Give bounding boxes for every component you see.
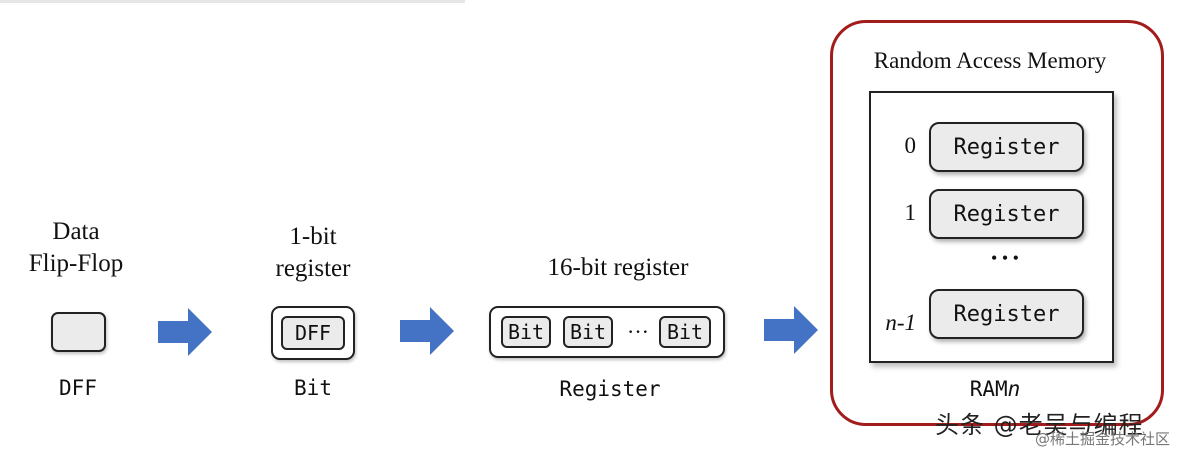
- arrow-right-icon: [400, 307, 454, 355]
- ram-ellipsis: • • •: [991, 248, 1019, 268]
- bit-caption: Bit: [294, 376, 332, 400]
- dff-caption: DFF: [59, 376, 97, 400]
- bit-title: 1-bit register: [253, 221, 373, 285]
- ram-row-index: n-1: [885, 310, 916, 335]
- ram-caption-prefix: RAM: [969, 377, 1008, 401]
- ram-register: Register: [929, 189, 1084, 239]
- arrow-right-icon: [764, 306, 818, 354]
- arrow-right-icon: [158, 308, 212, 356]
- ram-row-index: 1: [904, 200, 917, 225]
- dff-title: Data Flip-Flop: [10, 216, 142, 280]
- dff-title-line1: Data: [52, 218, 100, 245]
- ram-frame: [830, 20, 1164, 426]
- ram-title: Random Access Memory: [873, 48, 1107, 73]
- bit-dff-chip: DFF: [281, 316, 345, 350]
- ram-row-index: 0: [904, 133, 917, 158]
- bit-block: DFF: [271, 306, 355, 360]
- ram-register: Register: [929, 122, 1084, 172]
- ram-caption: RAMn: [940, 377, 1050, 401]
- register-bit-chip: Bit: [659, 316, 711, 348]
- watermark-subtext: @稀土掘金技术社区: [1035, 430, 1171, 448]
- bit-title-line2: register: [275, 255, 351, 282]
- ram-caption-suffix: n: [1007, 377, 1021, 401]
- register-ellipsis: ···: [627, 319, 649, 344]
- ram-register: Register: [929, 289, 1084, 339]
- watermark-text: 头条 @老吴与编程: [935, 411, 1144, 439]
- bit-title-line1: 1-bit: [289, 223, 337, 250]
- register-block: Bit Bit ··· Bit: [489, 306, 725, 358]
- dff-title-line2: Flip-Flop: [28, 250, 124, 277]
- dff-block: [51, 312, 106, 352]
- register-bit-chip: Bit: [501, 316, 551, 348]
- top-divider: [0, 0, 465, 3]
- register-caption: Register: [559, 377, 661, 401]
- register-bit-chip: Bit: [563, 316, 613, 348]
- register-title: 16-bit register: [547, 254, 689, 281]
